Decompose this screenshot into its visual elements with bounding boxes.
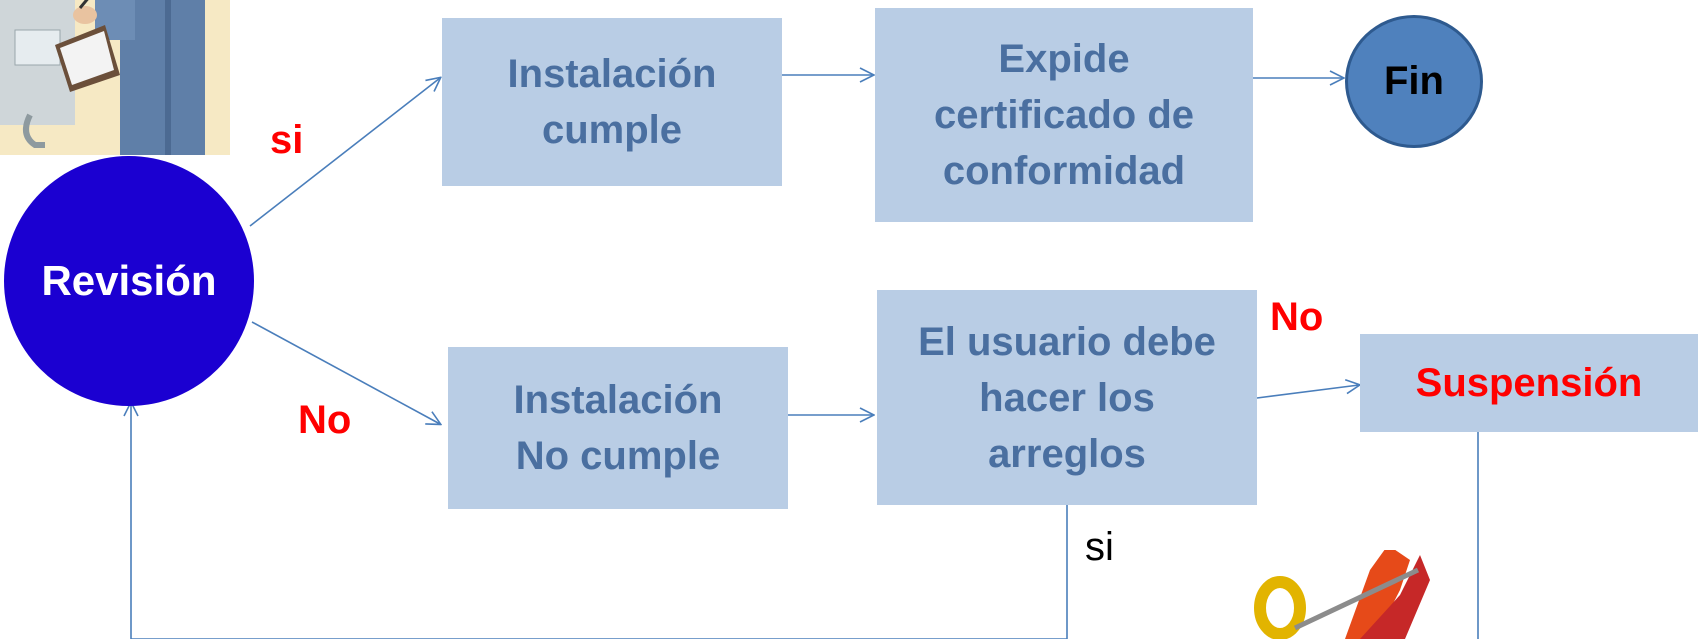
suspension-box: Suspensión bbox=[1360, 334, 1698, 432]
instalacion-cumple-box: Instalación cumple bbox=[442, 18, 782, 186]
instalacion-cumple-label: Instalación cumple bbox=[507, 52, 717, 152]
no-left-label: No bbox=[298, 398, 352, 442]
suspension-label: Suspensión bbox=[1415, 361, 1643, 405]
arrow-revision-to-cumple bbox=[249, 78, 440, 227]
no-right-label: No bbox=[1270, 295, 1324, 339]
inspector-illustration bbox=[0, 0, 230, 155]
revision-label: Revisión bbox=[41, 257, 217, 304]
revision-node: Revisión bbox=[4, 156, 254, 406]
scissors-illustration bbox=[1250, 550, 1470, 639]
fin-node: Fin bbox=[1345, 15, 1483, 148]
arrow-usuario-to-suspension bbox=[1256, 385, 1359, 399]
si-bottom-label: si bbox=[1085, 525, 1114, 569]
expide-certificado-box: Expide certificado de conformidad bbox=[875, 8, 1253, 222]
usuario-arreglos-box: El usuario debe hacer los arreglos bbox=[877, 290, 1257, 505]
instalacion-no-cumple-label: Instalación No cumple bbox=[514, 372, 723, 484]
usuario-arreglos-label: El usuario debe hacer los arreglos bbox=[918, 319, 1216, 476]
instalacion-no-cumple-line-1: Instalación bbox=[513, 378, 723, 422]
expide-certificado-label: Expide certificado de conformidad bbox=[933, 37, 1195, 193]
instalacion-no-cumple-box: Instalación No cumple bbox=[448, 347, 788, 509]
arrow-usuario-back-to-revision bbox=[131, 403, 1068, 639]
instalacion-no-cumple-line-2: No cumple bbox=[515, 434, 721, 478]
si-top-label: si bbox=[270, 118, 304, 162]
fin-label: Fin bbox=[1384, 59, 1444, 103]
arrow-revision-to-no-cumple bbox=[251, 321, 440, 424]
